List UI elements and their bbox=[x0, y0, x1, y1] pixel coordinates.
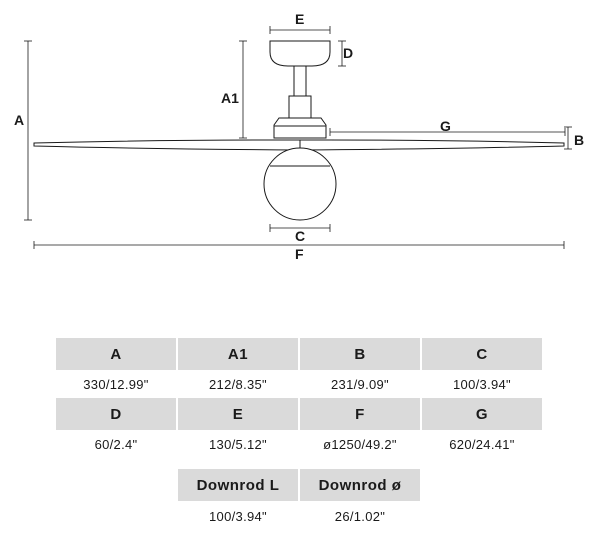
table-value: 231/9.09" bbox=[331, 376, 389, 392]
dimension-lines bbox=[24, 26, 572, 249]
table-header: B bbox=[300, 338, 420, 370]
table-header: G bbox=[422, 398, 542, 430]
table-value: 100/3.94" bbox=[209, 508, 267, 524]
fan-motor-housing bbox=[273, 117, 327, 139]
dimension-label-b: B bbox=[574, 132, 584, 148]
table-value: 620/24.41" bbox=[449, 436, 515, 452]
fan-blade-right bbox=[299, 139, 565, 151]
ceiling-fan-drawing bbox=[33, 40, 565, 221]
dimension-label-g: G bbox=[440, 118, 451, 134]
dimension-label-d: D bbox=[343, 45, 353, 61]
dimension-label-a: A bbox=[14, 112, 24, 128]
table-value: 212/8.35" bbox=[209, 376, 267, 392]
table-header: A1 bbox=[178, 338, 298, 370]
fan-dimension-diagram: A A1 E D G B C F bbox=[14, 11, 584, 262]
table-header: D bbox=[56, 398, 176, 430]
table-header: A bbox=[56, 338, 176, 370]
dimension-label-f: F bbox=[295, 246, 304, 262]
table-header: C bbox=[422, 338, 542, 370]
dimension-label-e: E bbox=[295, 11, 304, 27]
fan-blade-left bbox=[33, 139, 301, 151]
fan-canopy bbox=[269, 40, 331, 67]
table-header: F bbox=[300, 398, 420, 430]
table-value: ø1250/49.2" bbox=[323, 436, 397, 452]
dimension-label-a1: A1 bbox=[221, 90, 239, 106]
table-value: 26/1.02" bbox=[334, 508, 386, 524]
table-header: Downrod L bbox=[178, 469, 298, 501]
table-value: 100/3.94" bbox=[453, 376, 511, 392]
table-value: 60/2.4" bbox=[94, 436, 138, 452]
table-value: 330/12.99" bbox=[83, 376, 149, 392]
dimension-label-c: C bbox=[295, 228, 305, 244]
table-value: 130/5.12" bbox=[209, 436, 267, 452]
table-header: E bbox=[178, 398, 298, 430]
table-header: Downrod ø bbox=[300, 469, 420, 501]
